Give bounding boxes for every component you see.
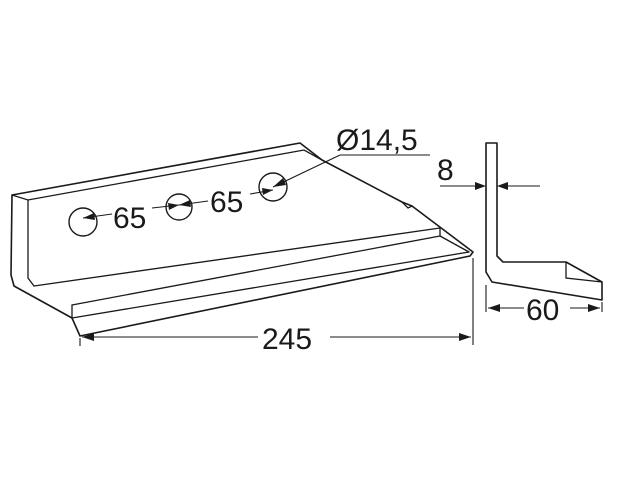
hole-diameter-leader (272, 154, 430, 188)
bend-line (33, 227, 441, 287)
bevel-right-edge (439, 235, 470, 253)
hole-diameter-label: Ø14,5 (336, 124, 418, 157)
thickness-dimension (440, 182, 540, 190)
cutting-edge-bevel (71, 251, 470, 319)
side-profile-view (485, 142, 603, 301)
web-top-edge (11, 149, 323, 201)
flange-fold-line (71, 235, 441, 306)
length-dimension (79, 258, 474, 346)
profile-outline (485, 142, 603, 301)
mounting-hole-1 (68, 207, 98, 237)
blade-perspective-view (10, 142, 474, 337)
hole-spacing-label-2: 65 (210, 186, 243, 219)
blade-outline (10, 142, 474, 337)
thickness-label: 8 (437, 154, 454, 187)
top-step-edge (401, 201, 413, 209)
flange-width-dimension (485, 285, 603, 312)
hole-spacing-label-1: 65 (113, 202, 146, 235)
mounting-hole-2 (165, 193, 193, 221)
hole-spacing-dimensions (82, 188, 274, 220)
length-label: 245 (262, 323, 312, 356)
web-front-edge (27, 199, 35, 287)
flange-width-label: 60 (526, 294, 559, 327)
profile-inner-bevel (565, 261, 603, 283)
